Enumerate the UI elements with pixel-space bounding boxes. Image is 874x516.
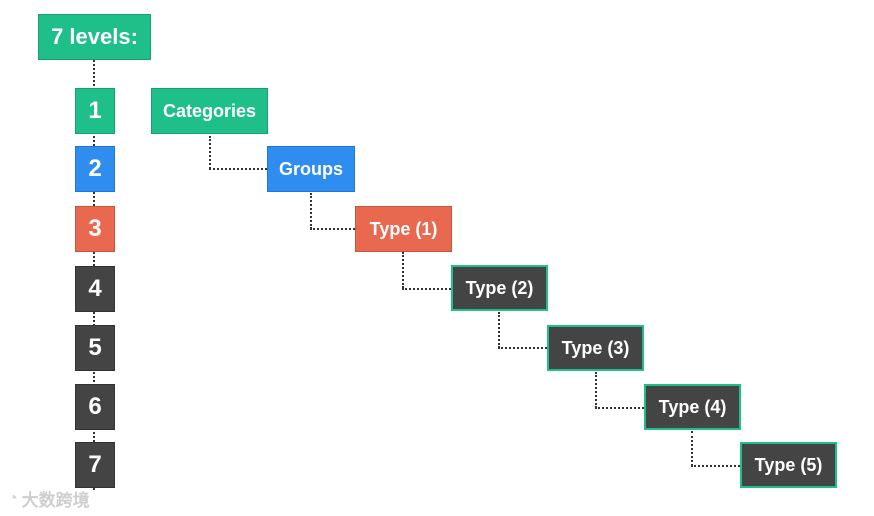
connector-groups-type1 <box>310 193 312 229</box>
level-number-2: 2 <box>75 146 115 192</box>
node-type-2: Type (2) <box>451 265 548 311</box>
connector-groups-type1-h <box>310 228 355 230</box>
level-number-6: 6 <box>75 384 115 430</box>
level-number-1: 1 <box>75 88 115 134</box>
watermark: ◔ 大数跨境 <box>8 486 90 511</box>
connector-type3-type4 <box>595 372 597 408</box>
level-number-4: 4 <box>75 266 115 312</box>
connector-categories-groups <box>209 136 211 169</box>
level-number-3: 3 <box>75 206 115 252</box>
connector-type1-type2-h <box>402 288 451 290</box>
node-groups: Groups <box>267 146 355 192</box>
connector-type1-type2 <box>402 252 404 288</box>
watermark-logo-icon: ◔ <box>8 489 18 507</box>
node-type-4: Type (4) <box>644 384 741 430</box>
connector-type4-type5 <box>691 431 693 466</box>
watermark-text: 大数跨境 <box>21 491 90 510</box>
connector-type2-type3 <box>498 312 500 348</box>
node-categories: Categories <box>151 88 268 134</box>
connector-type2-type3-h <box>498 347 547 349</box>
connector-type4-type5-h <box>691 465 740 467</box>
connector-categories-groups-h <box>209 168 267 170</box>
level-number-5: 5 <box>75 325 115 371</box>
level-number-7: 7 <box>75 442 115 488</box>
node-type-3: Type (3) <box>547 325 644 371</box>
diagram-title: 7 levels: <box>38 14 151 60</box>
node-type-1: Type (1) <box>355 206 452 252</box>
node-type-5: Type (5) <box>740 442 837 488</box>
connector-type3-type4-h <box>595 407 644 409</box>
